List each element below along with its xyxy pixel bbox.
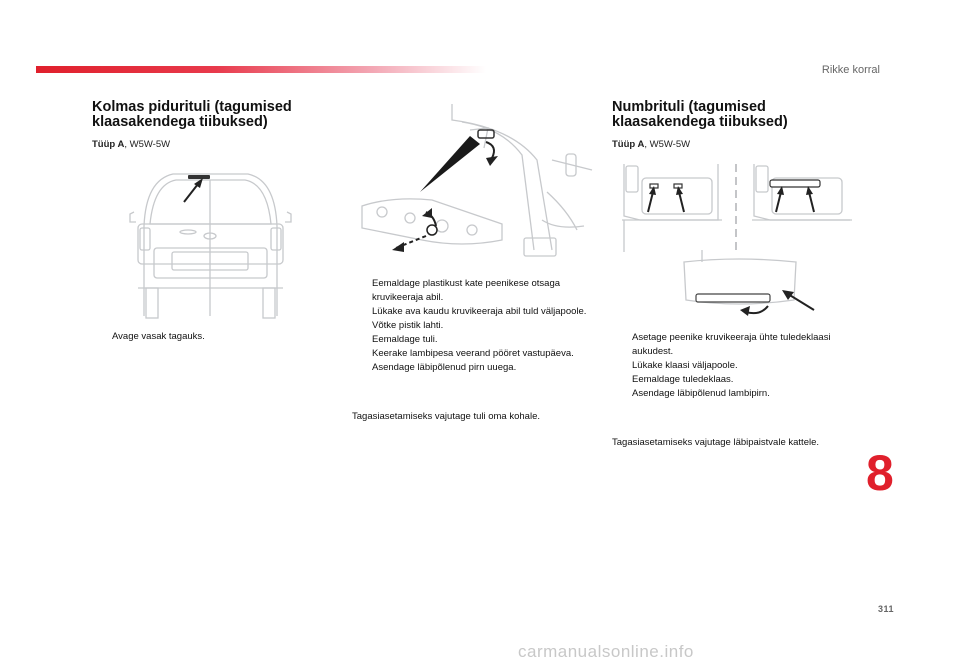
list-item: Eemaldage plastikust kate peenikese otsa… (352, 277, 592, 305)
left-title: Kolmas pidurituli (tagumised klaasakende… (92, 99, 292, 130)
right-type-value: , W5W-5W (644, 139, 691, 150)
right-steps: Asetage peenike kruvikeeraja ühte tulede… (612, 331, 832, 401)
step-text: Lükake klaasi väljapoole. (632, 360, 738, 371)
watermark: carmanualsonline.info (518, 642, 694, 661)
list-item: Lükake ava kaudu kruvikeeraja abil tuld … (352, 305, 592, 319)
right-note: Tagasiasetamiseks vajutage läbipaistvale… (612, 437, 820, 448)
right-type-label: Tüüp A (612, 139, 645, 150)
list-item: Võtke pistik lahti. (352, 319, 592, 333)
page-number: 311 (877, 604, 894, 614)
left-type-label: Tüüp A (92, 139, 125, 150)
middle-note: Tagasiasetamiseks vajutage tuli oma koha… (352, 411, 540, 422)
third-brake-light-illustration (361, 104, 593, 257)
middle-steps: Eemaldage plastikust kate peenikese otsa… (352, 277, 592, 375)
header-accent-bar (36, 66, 486, 73)
list-item: Eemaldage tuledeklaas. (612, 373, 832, 387)
right-bulb-type: Tüüp A, W5W-5W (612, 139, 690, 150)
step-text: Eemaldage tuledeklaas. (632, 374, 734, 385)
list-item: Asendage läbipõlenud pirn uuega. (352, 361, 592, 375)
step-text: Eemaldage plastikust kate peenikese otsa… (372, 278, 561, 303)
left-steps: Avage vasak tagauks. (92, 330, 322, 344)
step-text: Avage vasak tagauks. (112, 331, 205, 342)
step-text: Asendage läbipõlenud pirn uuega. (372, 362, 517, 373)
right-title: Numbrituli (tagumised klaasakendega tiib… (612, 99, 788, 130)
list-item: Lükake klaasi väljapoole. (612, 359, 832, 373)
step-text: Asetage peenike kruvikeeraja ühte tulede… (632, 332, 831, 357)
left-type-value: , W5W-5W (124, 139, 171, 150)
step-text: Võtke pistik lahti. (372, 320, 444, 331)
van-rear-illustration (129, 173, 292, 319)
list-item: Asetage peenike kruvikeeraja ühte tulede… (612, 331, 832, 359)
list-item: Eemaldage tuli. (352, 333, 592, 347)
left-bulb-type: Tüüp A, W5W-5W (92, 139, 170, 150)
step-text: Lükake ava kaudu kruvikeeraja abil tuld … (372, 306, 587, 317)
chapter-number: 8 (866, 445, 894, 501)
section-title: Rikke korral (821, 64, 880, 76)
step-text: Eemaldage tuli. (372, 334, 438, 345)
list-item: Asendage läbipõlenud lambipirn. (612, 387, 832, 401)
list-item: Avage vasak tagauks. (92, 330, 322, 344)
list-item: Keerake lambipesa veerand pööret vastupä… (352, 347, 592, 361)
step-text: Asendage läbipõlenud lambipirn. (632, 388, 770, 399)
number-plate-light-illustration (622, 164, 852, 316)
step-text: Keerake lambipesa veerand pööret vastupä… (372, 348, 574, 359)
